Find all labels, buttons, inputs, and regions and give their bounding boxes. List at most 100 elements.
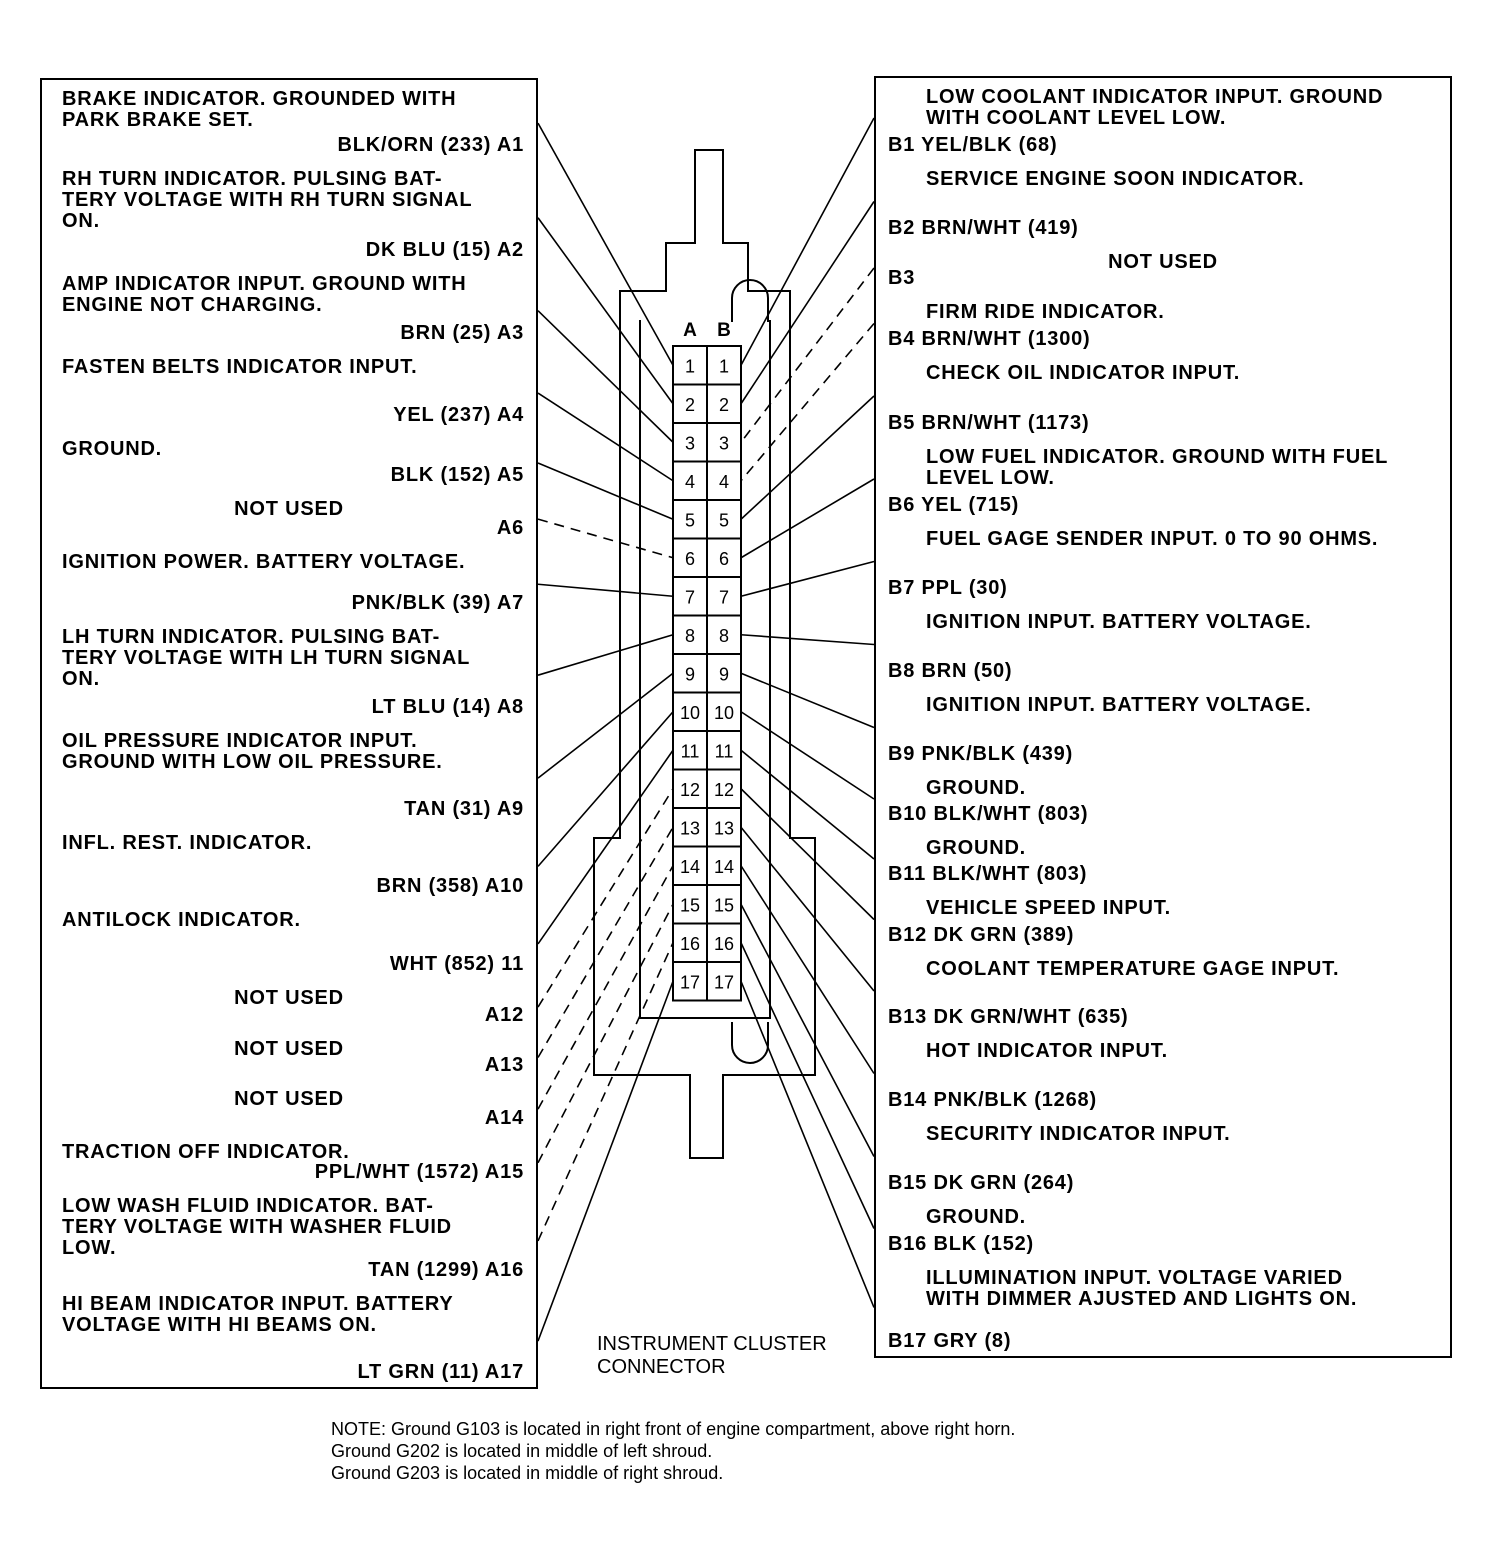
cavity-number: 1	[685, 356, 695, 376]
wire-b17	[740, 980, 875, 1308]
column-label-b: B	[717, 320, 731, 341]
cavity-b9	[706, 653, 742, 694]
circuit-description: LH TURN INDICATOR. PULSING BAT- TERY VOL…	[62, 626, 471, 690]
connector-caption: INSTRUMENT CLUSTER CONNECTOR	[597, 1333, 827, 1378]
circuit-box-b2: SERVICE ENGINE SOON INDICATOR.B2 BRN/WHT…	[874, 160, 1452, 245]
wire-callout: PNK/BLK (39) A7	[351, 592, 524, 614]
wire-callout: BLK (152) A5	[390, 464, 524, 486]
circuit-box-b8: IGNITION INPUT. BATTERY VOLTAGE.B8 BRN (…	[874, 603, 1452, 688]
wire-a8	[537, 633, 674, 676]
cavity-number: 13	[714, 818, 734, 838]
wire-callout: B6 YEL (715)	[888, 494, 1020, 516]
wire-b1	[740, 117, 875, 366]
circuit-box-a11: ANTILOCK INDICATOR.WHT (852) 11	[40, 901, 538, 981]
cavity-number: 10	[714, 703, 734, 723]
wire-a16	[537, 942, 674, 1242]
wire-callout: LT GRN (11) A17	[357, 1361, 524, 1383]
wire-callout: A13	[484, 1054, 524, 1076]
cavity-a5	[672, 499, 708, 540]
cavity-number: 15	[680, 895, 700, 915]
wire-b16	[740, 942, 875, 1229]
note-line: Ground G202 is located in middle of left…	[331, 1441, 713, 1461]
cavity-number: 2	[685, 395, 695, 415]
wire-callout: BRN (358) A10	[376, 875, 524, 897]
wire-callout: B5 BRN/WHT (1173)	[888, 412, 1090, 434]
wire-callout: B1 YEL/BLK (68)	[888, 134, 1058, 156]
cavity-b8	[706, 614, 742, 655]
circuit-box-a7: IGNITION POWER. BATTERY VOLTAGE.PNK/BLK …	[40, 543, 538, 620]
circuit-box-b5: CHECK OIL INDICATOR INPUT. B5 BRN/WHT (11…	[874, 354, 1452, 440]
circuit-box-b16: GROUND. B16 BLK (152)	[874, 1198, 1452, 1261]
wire-b2	[740, 201, 875, 405]
wire-b6	[740, 478, 875, 559]
cavity-number: 3	[685, 433, 695, 453]
wire-b9	[740, 672, 875, 729]
cavity-number: 9	[719, 664, 729, 684]
wire-a13	[537, 826, 674, 1058]
latch-bottom	[731, 1022, 769, 1064]
wire-a3	[537, 310, 674, 443]
wire-b11	[740, 749, 875, 860]
wire-callout: LT BLU (14) A8	[371, 696, 524, 718]
cavity-number: 11	[681, 741, 700, 761]
wire-callout: B12 DK GRN (389)	[888, 924, 1075, 946]
cavity-number: 8	[685, 626, 695, 646]
circuit-description: GROUND.	[62, 438, 163, 460]
note-line: NOTE: Ground G103 is located in right fr…	[331, 1419, 1016, 1439]
cavity-b2	[706, 383, 742, 424]
circuit-description: CHECK OIL INDICATOR INPUT.	[926, 362, 1241, 384]
circuit-description: FIRM RIDE INDICATOR.	[926, 301, 1165, 323]
circuit-box-b15: SECURITY INDICATOR INPUT.B15 DK GRN (264…	[874, 1115, 1452, 1200]
wire-callout: B16 BLK (152)	[888, 1233, 1034, 1255]
wire-callout: A12	[484, 1004, 524, 1026]
cavity-number: 15	[714, 895, 734, 915]
cavity-number: 11	[715, 741, 734, 761]
circuit-box-b1: LOW COOLANT INDICATOR INPUT. GROUND WITH…	[874, 76, 1452, 162]
circuit-description: FUEL GAGE SENDER INPUT. 0 TO 90 OHMS.	[926, 528, 1379, 550]
latch-top	[731, 279, 769, 322]
circuit-description: FASTEN BELTS INDICATOR INPUT.	[62, 356, 418, 378]
circuit-description: LOW COOLANT INDICATOR INPUT. GROUND WITH…	[926, 86, 1384, 129]
circuit-description: GROUND.	[926, 1206, 1027, 1228]
cavity-a14	[672, 845, 708, 886]
wire-a17	[537, 980, 674, 1342]
cavity-number: 1	[719, 356, 729, 376]
cavity-number: 3	[719, 433, 729, 453]
circuit-description: NOT USED	[234, 1088, 344, 1110]
cavity-number: 5	[719, 510, 729, 530]
circuit-description: IGNITION INPUT. BATTERY VOLTAGE.	[926, 611, 1312, 633]
wire-a4	[537, 392, 674, 482]
cavity-number: 9	[685, 664, 695, 684]
circuit-description: IGNITION INPUT. BATTERY VOLTAGE.	[926, 694, 1312, 716]
circuit-description: COOLANT TEMPERATURE GAGE INPUT.	[926, 958, 1340, 980]
wire-b3	[740, 267, 875, 443]
cavity-number: 4	[685, 472, 695, 492]
circuit-description: NOT USED	[1108, 251, 1218, 273]
circuit-box-a5: GROUND. BLK (152) A5	[40, 430, 538, 492]
wire-a11	[537, 749, 674, 945]
wire-a15	[537, 903, 674, 1164]
wire-b15	[740, 903, 875, 1157]
cavity-number: 6	[719, 549, 729, 569]
circuit-box-b6: LOW FUEL INDICATOR. GROUND WITH FUEL LEV…	[874, 438, 1452, 522]
circuit-box-b10: GROUND.B10 BLK/WHT (803)	[874, 769, 1452, 831]
circuit-description: SERVICE ENGINE SOON INDICATOR.	[926, 168, 1305, 190]
wire-a7	[537, 583, 674, 598]
cavity-b12	[706, 768, 742, 809]
column-label-a: A	[683, 320, 697, 341]
circuit-box-b14: HOT INDICATOR INPUT.B14 PNK/BLK (1268)	[874, 1032, 1452, 1117]
wire-callout: YEL (237) A4	[393, 404, 524, 426]
circuit-description: GROUND.	[926, 837, 1027, 859]
circuit-description: ANTILOCK INDICATOR.	[62, 909, 301, 931]
cavity-number: 8	[719, 626, 729, 646]
cavity-a8	[672, 614, 708, 655]
cavity-number: 10	[680, 703, 700, 723]
wire-callout: B13 DK GRN/WHT (635)	[888, 1006, 1129, 1028]
wire-b4	[740, 322, 875, 482]
wire-a14	[537, 865, 674, 1110]
cavity-number: 7	[719, 587, 729, 607]
pin-grid: A1234567891011121314151617B1234567891011…	[672, 320, 742, 1002]
